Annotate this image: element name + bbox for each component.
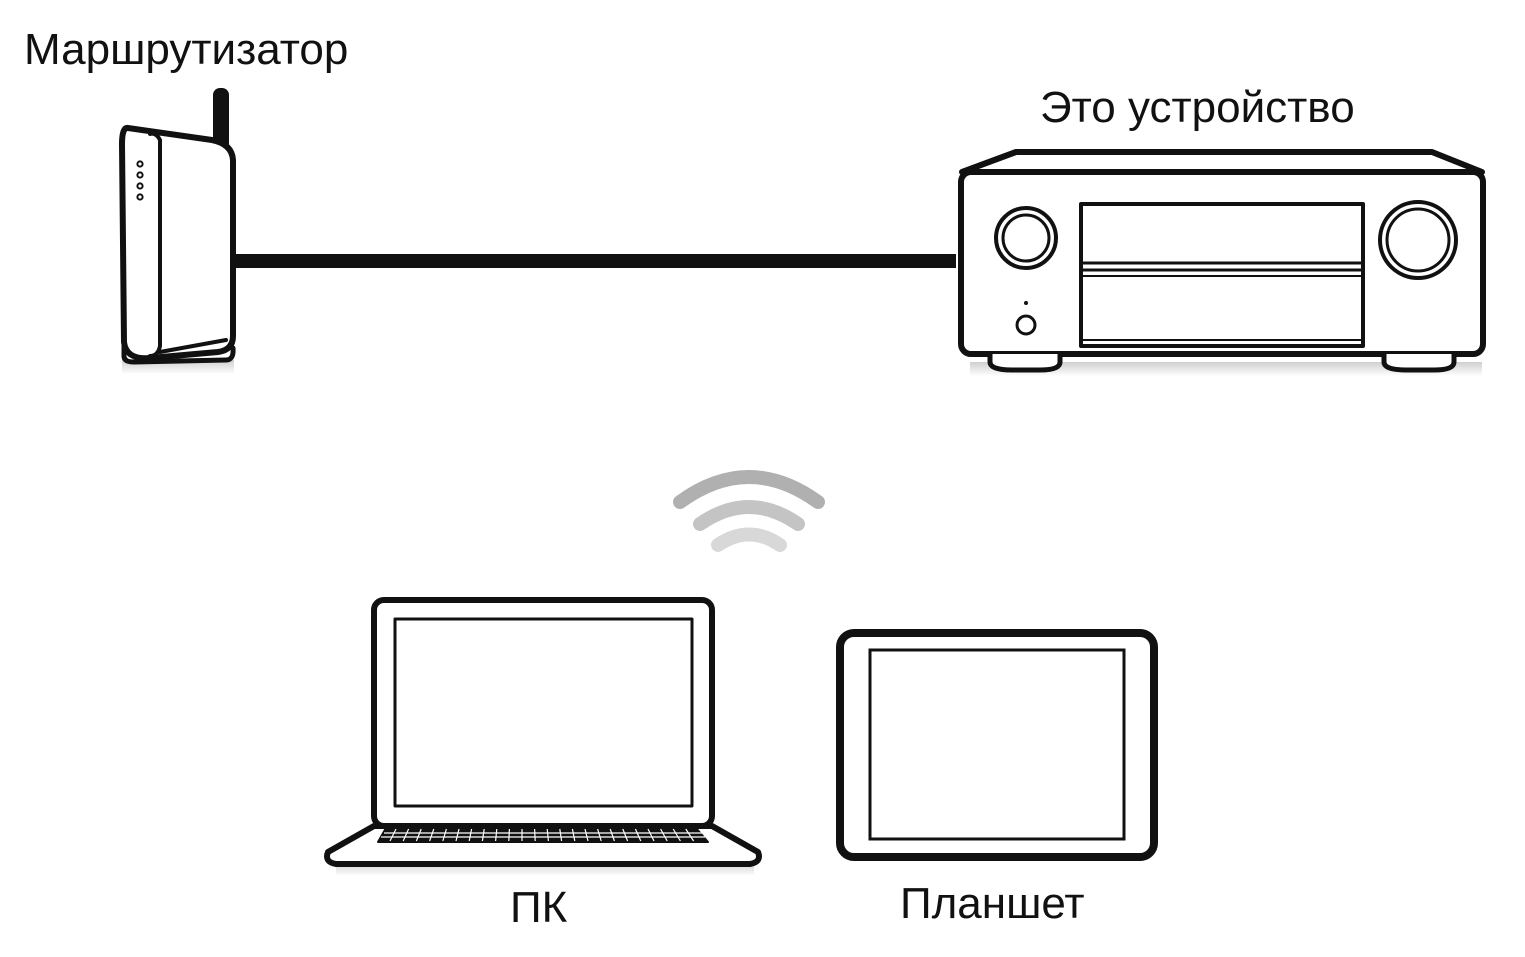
keyboard-key-separator (559, 828, 563, 842)
keyboard-key-separator (622, 828, 629, 842)
keyboard-key-separator (415, 828, 422, 842)
keyboard-key-separator (584, 828, 589, 842)
keyboard-key-separator (495, 828, 498, 842)
tablet-label: Планшет (900, 879, 1085, 928)
keyboard-key-separator (534, 828, 536, 842)
keyboard-key-separator (508, 828, 510, 842)
keyboard-key-separator (571, 828, 576, 842)
keyboard-key-separator (389, 828, 397, 842)
keyboard-key-separator (402, 828, 410, 842)
keyboard-key-separator (546, 828, 549, 842)
keyboard-key-separator (429, 828, 435, 842)
wifi-signal-icon (673, 470, 825, 552)
keyboard-key-separator (597, 828, 602, 842)
keyboard-key-separator (660, 828, 668, 842)
laptop-icon (324, 597, 762, 876)
keyboard-key-separator (455, 828, 460, 842)
keyboard-key-separator (685, 828, 695, 842)
router-label: Маршрутизатор (24, 25, 349, 74)
av-receiver-icon (958, 149, 1486, 376)
keyboard-key-separator (672, 828, 681, 842)
router-icon (119, 88, 236, 374)
keyboard-key-separator (647, 828, 655, 842)
keyboard-key-separator (609, 828, 615, 842)
receiver-label: Это устройство (1040, 83, 1355, 132)
keyboard-key-separator (481, 828, 485, 842)
keyboard-key-separator (442, 828, 447, 842)
pc-label: ПК (510, 883, 568, 932)
tablet-icon (836, 629, 1158, 861)
keyboard-key-separator (634, 828, 642, 842)
ethernet-cable (232, 254, 956, 268)
keyboard-key-separator (468, 828, 473, 842)
